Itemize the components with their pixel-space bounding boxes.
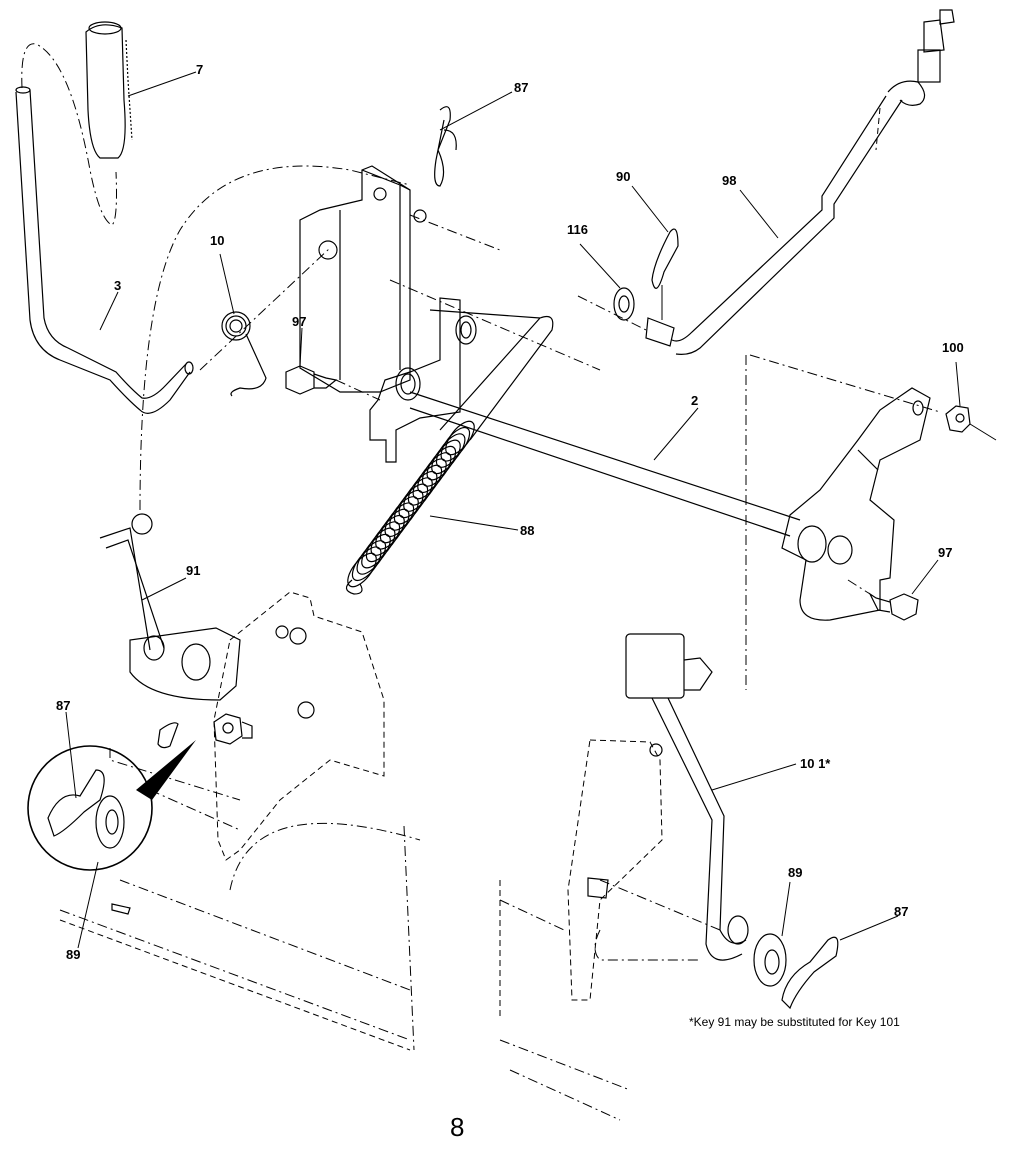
right-mount-plate xyxy=(567,739,663,1001)
callout-87: 87 xyxy=(514,80,529,95)
hairpin-clip-part-87-right xyxy=(781,936,839,1010)
bolt-part-97-left xyxy=(285,365,338,395)
handle-knob-part-7 xyxy=(85,21,133,159)
callout-89: 89 xyxy=(788,865,803,880)
nut-left xyxy=(213,713,253,745)
hairpin-clip-part-90 xyxy=(651,228,679,289)
callout-3: 3 xyxy=(114,278,122,293)
washer-part-116 xyxy=(613,287,635,321)
callout-100: 100 xyxy=(942,340,964,355)
bolt-part-97-right xyxy=(868,592,919,621)
link-rod-part-91 xyxy=(99,513,241,701)
callout-7: 7 xyxy=(196,62,204,77)
mounting-bracket xyxy=(299,165,427,393)
lift-arm-bracket-right xyxy=(781,387,931,621)
torsion-spring-part-10 xyxy=(221,311,267,397)
leader-lines xyxy=(65,71,961,949)
adjustment-rod-part-98 xyxy=(671,9,955,355)
footnote: *Key 91 may be substituted for Key 101 xyxy=(689,1015,900,1029)
callout-90: 90 xyxy=(616,169,631,184)
clevis-pin xyxy=(645,317,675,347)
shaft-rod-part-2 xyxy=(409,391,801,537)
callout-87: 87 xyxy=(894,904,909,919)
detail-magnifier xyxy=(27,740,196,871)
callout-88: 88 xyxy=(520,523,535,538)
spring-coil xyxy=(347,552,377,588)
washer-part-89-right xyxy=(753,933,787,987)
callout-2: 2 xyxy=(691,393,699,408)
hairpin-clip-part-87-top xyxy=(434,106,457,187)
rod-part-101 xyxy=(625,633,749,961)
callout-116: 116 xyxy=(567,222,588,237)
callout-98: 98 xyxy=(722,173,737,188)
shift-lever-part-3 xyxy=(15,86,194,414)
callout-87: 87 xyxy=(56,698,71,713)
pivot-plate xyxy=(369,297,477,463)
callout-89: 89 xyxy=(66,947,81,962)
extension-spring-part-88 xyxy=(347,420,475,588)
callout-101: 10 1* xyxy=(800,756,831,771)
page-number: 8 xyxy=(450,1112,465,1142)
callout-91: 91 xyxy=(186,563,201,578)
deck-outline-left xyxy=(59,748,421,1051)
callout-97: 97 xyxy=(938,545,953,560)
callout-10: 10 xyxy=(210,233,225,248)
left-mount-plate xyxy=(213,591,385,861)
nut-part-100 xyxy=(945,405,971,433)
callout-97: 97 xyxy=(292,314,307,329)
